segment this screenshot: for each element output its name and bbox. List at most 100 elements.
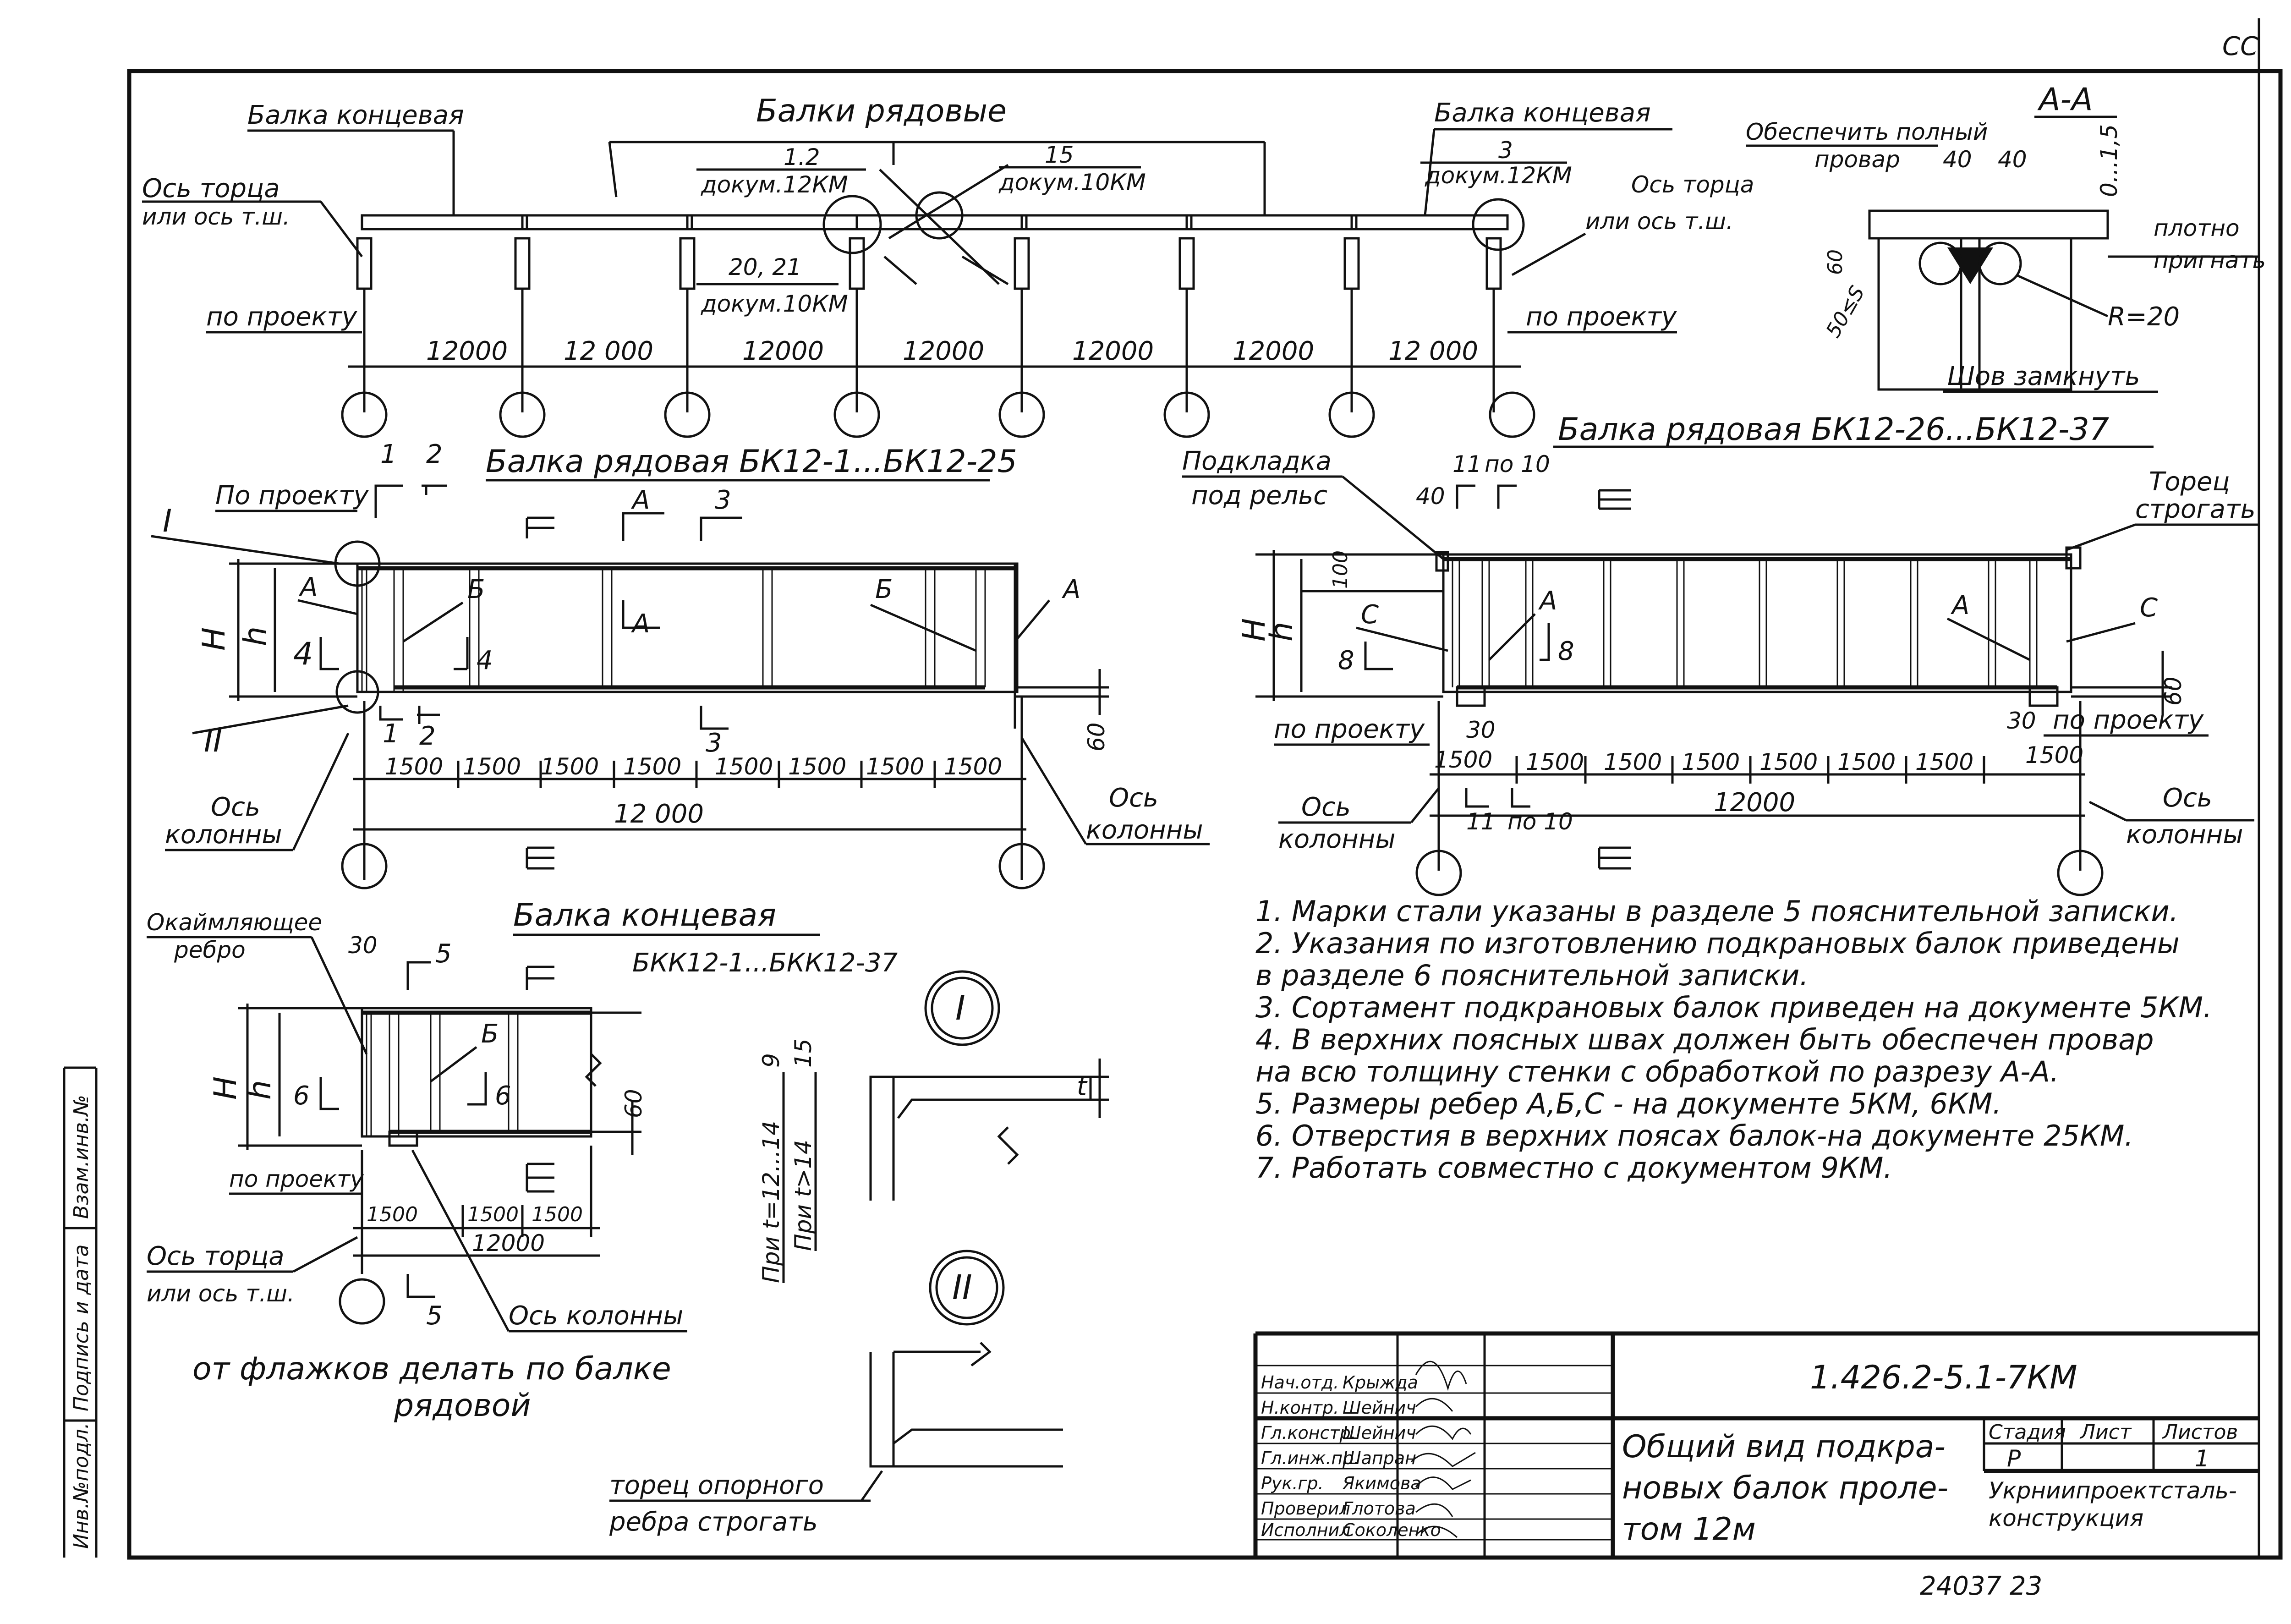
end-beam-by-project: по проекту xyxy=(229,1166,364,1192)
beam-2-panel-4: 1500 xyxy=(1682,749,1740,775)
sheets-header: Листов xyxy=(2162,1421,2238,1444)
role-7: Исполнил xyxy=(1261,1520,1351,1540)
beam-1-cut-4b: 4 xyxy=(477,646,493,675)
beam-1-axis-2: колонны xyxy=(165,820,282,850)
beam-2-panel-3: 1500 xyxy=(1604,749,1662,775)
beam-2-stiffeners xyxy=(1452,559,2038,687)
beam-1-panel-3: 1500 xyxy=(541,753,599,780)
node-details: I t 9 15 При t=12...14 При t>14 II торец… xyxy=(609,970,1109,1537)
end-beam-cut-5a: 5 xyxy=(435,939,452,969)
end-beam-rib-1: Окаймляющее xyxy=(147,909,322,936)
end-beam-elevation: Балка концевая БКК12-1...БКК12-37 Окаймл… xyxy=(147,897,898,1424)
beam-1-letter-b1: Б xyxy=(467,575,485,604)
role-1: Нач.отд. xyxy=(1261,1372,1339,1393)
end-beam-axis-end-2: или ось т.ш. xyxy=(147,1280,295,1307)
outer-frame xyxy=(127,69,2283,1560)
beam-2-cut-8b: 8 xyxy=(1558,636,1574,666)
stage-header: Стадия xyxy=(1989,1421,2066,1444)
plan-span-4: 12000 xyxy=(903,336,984,366)
side-stamp: Инв.№подл. Подпись и дата Взам.инв.№ xyxy=(63,1066,96,1558)
section-aa-dim-60: 60 xyxy=(1824,249,1847,275)
beam-2-dim-h: h xyxy=(1264,622,1300,642)
beam-2-panel-8: 1500 xyxy=(2025,742,2083,768)
beam-2-axis-2: колонны xyxy=(1278,824,1396,854)
node-dim-9: 9 xyxy=(758,1053,784,1068)
signatures xyxy=(1410,1361,1476,1538)
end-beam-title: Балка концевая xyxy=(513,897,776,933)
title-line-2: новых балок проле- xyxy=(1622,1470,1948,1506)
stage-value: Р xyxy=(2007,1445,2021,1472)
beam-2-elevation: Балка рядовая БК12-26...БК12-37 Подкладк… xyxy=(1182,411,2259,896)
section-aa-dim-40a: 40 xyxy=(1943,146,1972,173)
beam-2-dim-30r: 30 xyxy=(2007,708,2036,734)
node-detail-2: II xyxy=(952,1268,972,1307)
beam-1-dim-H: H xyxy=(196,627,232,651)
rail-beams-strip xyxy=(361,214,1509,230)
section-aa-tight-1: плотно xyxy=(2154,215,2240,241)
end-beam-flags-1: от флажков делать по балке xyxy=(192,1351,671,1387)
beam-1-dim-60: 60 xyxy=(1083,722,1110,752)
beam-2-pad-2: под рельс xyxy=(1191,481,1327,510)
beam-2-by-project-l: по проекту xyxy=(1274,714,1425,744)
bottom-number: 24037 23 xyxy=(1920,1571,2042,1601)
plan-span-6: 12000 xyxy=(1233,336,1314,366)
beam-1-cut-4a: 4 xyxy=(293,636,313,672)
beam-2-panel-1: 1500 xyxy=(1434,746,1492,773)
node-dim-15: 15 xyxy=(790,1038,817,1068)
end-beam-axis-col: Ось колонны xyxy=(509,1301,683,1331)
beam-1-by-project: По проекту xyxy=(215,481,369,510)
beam-2-panel-7: 1500 xyxy=(1915,749,1973,775)
beam-2-panel-5: 1500 xyxy=(1759,749,1818,775)
beam-2-cut-po10b: по 10 xyxy=(1507,808,1573,835)
name-5: Якимова xyxy=(1342,1473,1421,1493)
beam-2-dim-100: 100 xyxy=(1329,550,1352,589)
role-2: Н.контр. xyxy=(1261,1398,1339,1418)
note-7: 5. Размеры ребер А,Б,С - на документе 5К… xyxy=(1255,1087,2001,1120)
beam-2-dim-H: H xyxy=(1236,618,1272,642)
left-axis-label-1: Ось торца xyxy=(142,174,280,203)
end-beam-dim-30: 30 xyxy=(348,932,378,959)
right-axis-label-2: или ось т.ш. xyxy=(1585,208,1733,235)
beam-2-pad-1: Подкладка xyxy=(1182,446,1332,476)
plan-columns xyxy=(356,237,1502,290)
beam-1-cut-1b: 1 xyxy=(383,719,399,749)
end-beam-dim-h: h xyxy=(242,1080,278,1100)
end-beam-dim-H: H xyxy=(208,1076,244,1100)
end-beam-cut-5b: 5 xyxy=(426,1301,443,1331)
end-beam-panel-1: 1500 xyxy=(367,1203,418,1226)
name-3: Шейнич xyxy=(1343,1423,1416,1443)
beam-1-axis-1: Ось xyxy=(211,792,260,822)
end-beam-subtitle: БКК12-1...БКК12-37 xyxy=(632,948,898,978)
end-beam-cut-6b: 6 xyxy=(495,1081,511,1111)
ref-3-num: 3 xyxy=(1498,137,1513,164)
beam-1-cut-2: 2 xyxy=(426,439,443,469)
section-aa-radius: R=20 xyxy=(2108,302,2180,332)
org-line-2: конструкция xyxy=(1989,1505,2143,1531)
ref-4-num: 20, 21 xyxy=(729,254,801,280)
beam-2-end-2: строгать xyxy=(2135,494,2256,524)
beam-2-total: 12000 xyxy=(1714,788,1795,817)
node-when-2: При t>14 xyxy=(790,1140,817,1251)
beam-2-dim-po10: по 10 xyxy=(1485,451,1550,477)
beam-2-letter-a1: А xyxy=(1538,586,1557,616)
beam-1-title: Балка рядовая БК12-1...БК12-25 xyxy=(486,444,1017,480)
ref-2-num: 15 xyxy=(1045,142,1074,168)
beam-1-web xyxy=(356,562,1019,693)
beam-1-letter-a-mid: А xyxy=(631,609,650,639)
end-beam-panel-2: 1500 xyxy=(467,1203,519,1226)
top-plan: Балки рядовые Балка концевая Балка конце… xyxy=(142,93,1754,438)
note-2: 2. Указания по изготовлению подкрановых … xyxy=(1255,927,2180,960)
name-1: Крыжда xyxy=(1343,1372,1418,1393)
node-detail-t: t xyxy=(1077,1072,1088,1102)
end-beam-rib-2: ребро xyxy=(174,937,246,963)
beam-1-panel-6: 1500 xyxy=(788,753,846,780)
note-8: 6. Отверстия в верхних поясах балок-на д… xyxy=(1255,1119,2133,1152)
section-aa-tight-2: пригнать xyxy=(2154,247,2266,274)
end-beam-flags-2: рядовой xyxy=(394,1388,531,1424)
beam-1-cut-2b: 2 xyxy=(419,721,436,751)
beam-1-panel-7: 1500 xyxy=(866,753,924,780)
beam-2-letter-c2: С xyxy=(2140,593,2158,623)
plan-span-3: 12000 xyxy=(742,336,824,366)
beam-2-dim-30l: 30 xyxy=(1466,717,1496,743)
